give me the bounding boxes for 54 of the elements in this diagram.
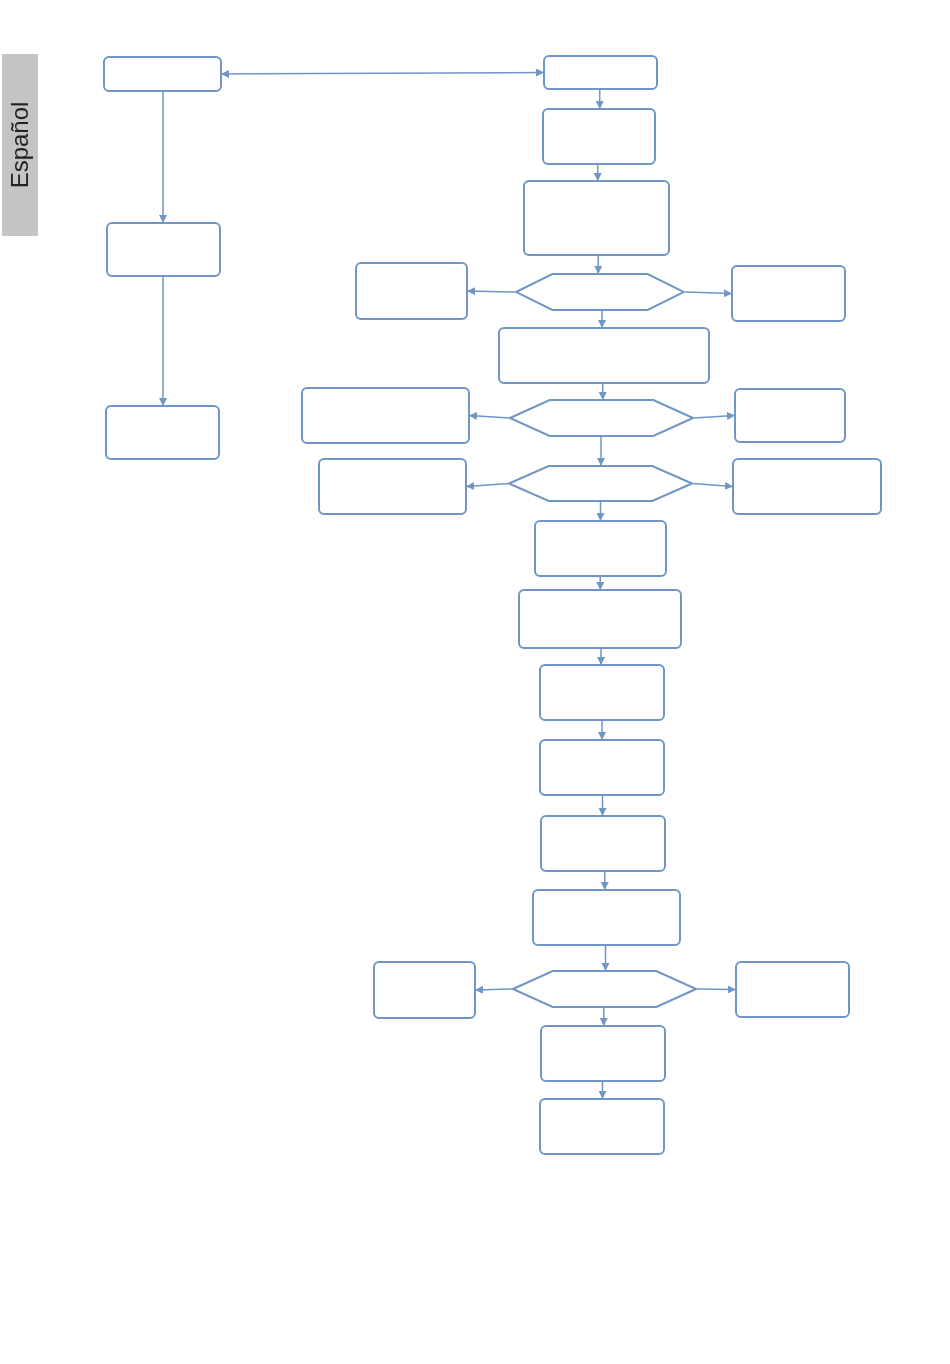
arrow xyxy=(593,164,602,181)
decision-hexagon xyxy=(508,465,693,502)
process-box xyxy=(543,55,658,90)
decision-hexagon xyxy=(515,273,685,311)
decision-hexagon xyxy=(509,399,694,437)
arrow xyxy=(599,1007,608,1026)
arrow xyxy=(597,648,605,665)
process-box xyxy=(103,56,222,92)
arrow xyxy=(601,945,610,971)
process-box xyxy=(534,520,667,577)
arrow xyxy=(466,482,509,490)
arrow xyxy=(469,411,510,420)
arrow xyxy=(159,276,167,406)
process-box xyxy=(731,265,846,322)
process-box xyxy=(542,108,656,165)
arrow xyxy=(598,1081,607,1099)
process-box xyxy=(106,222,221,277)
arrow xyxy=(159,91,167,223)
arrow xyxy=(221,68,544,78)
process-box xyxy=(532,889,681,946)
process-box xyxy=(734,388,846,443)
arrow xyxy=(598,310,606,328)
arrow xyxy=(467,287,516,296)
arrow xyxy=(594,255,603,274)
arrow xyxy=(597,436,605,466)
process-box xyxy=(539,1098,665,1155)
arrow xyxy=(598,383,607,400)
process-box xyxy=(539,664,665,721)
arrow xyxy=(693,411,735,420)
process-box xyxy=(105,405,220,460)
process-box xyxy=(498,327,710,384)
arrow xyxy=(595,89,604,109)
arrow xyxy=(475,985,513,994)
arrow xyxy=(598,795,607,816)
process-box xyxy=(732,458,882,515)
process-box xyxy=(523,180,670,256)
arrow xyxy=(600,871,609,890)
process-box xyxy=(735,961,850,1018)
process-box xyxy=(539,739,665,796)
arrow xyxy=(596,576,605,590)
arrow xyxy=(692,481,733,490)
arrow xyxy=(696,985,736,994)
process-box xyxy=(540,1025,666,1082)
process-box xyxy=(540,815,666,872)
process-box xyxy=(355,262,468,320)
arrow xyxy=(598,720,606,740)
language-tab: Español xyxy=(2,54,38,236)
arrow xyxy=(684,289,732,298)
process-box xyxy=(373,961,476,1019)
process-box xyxy=(518,589,682,649)
process-box xyxy=(301,387,470,444)
process-box xyxy=(318,458,467,515)
arrow xyxy=(596,501,605,521)
decision-hexagon xyxy=(512,970,697,1008)
